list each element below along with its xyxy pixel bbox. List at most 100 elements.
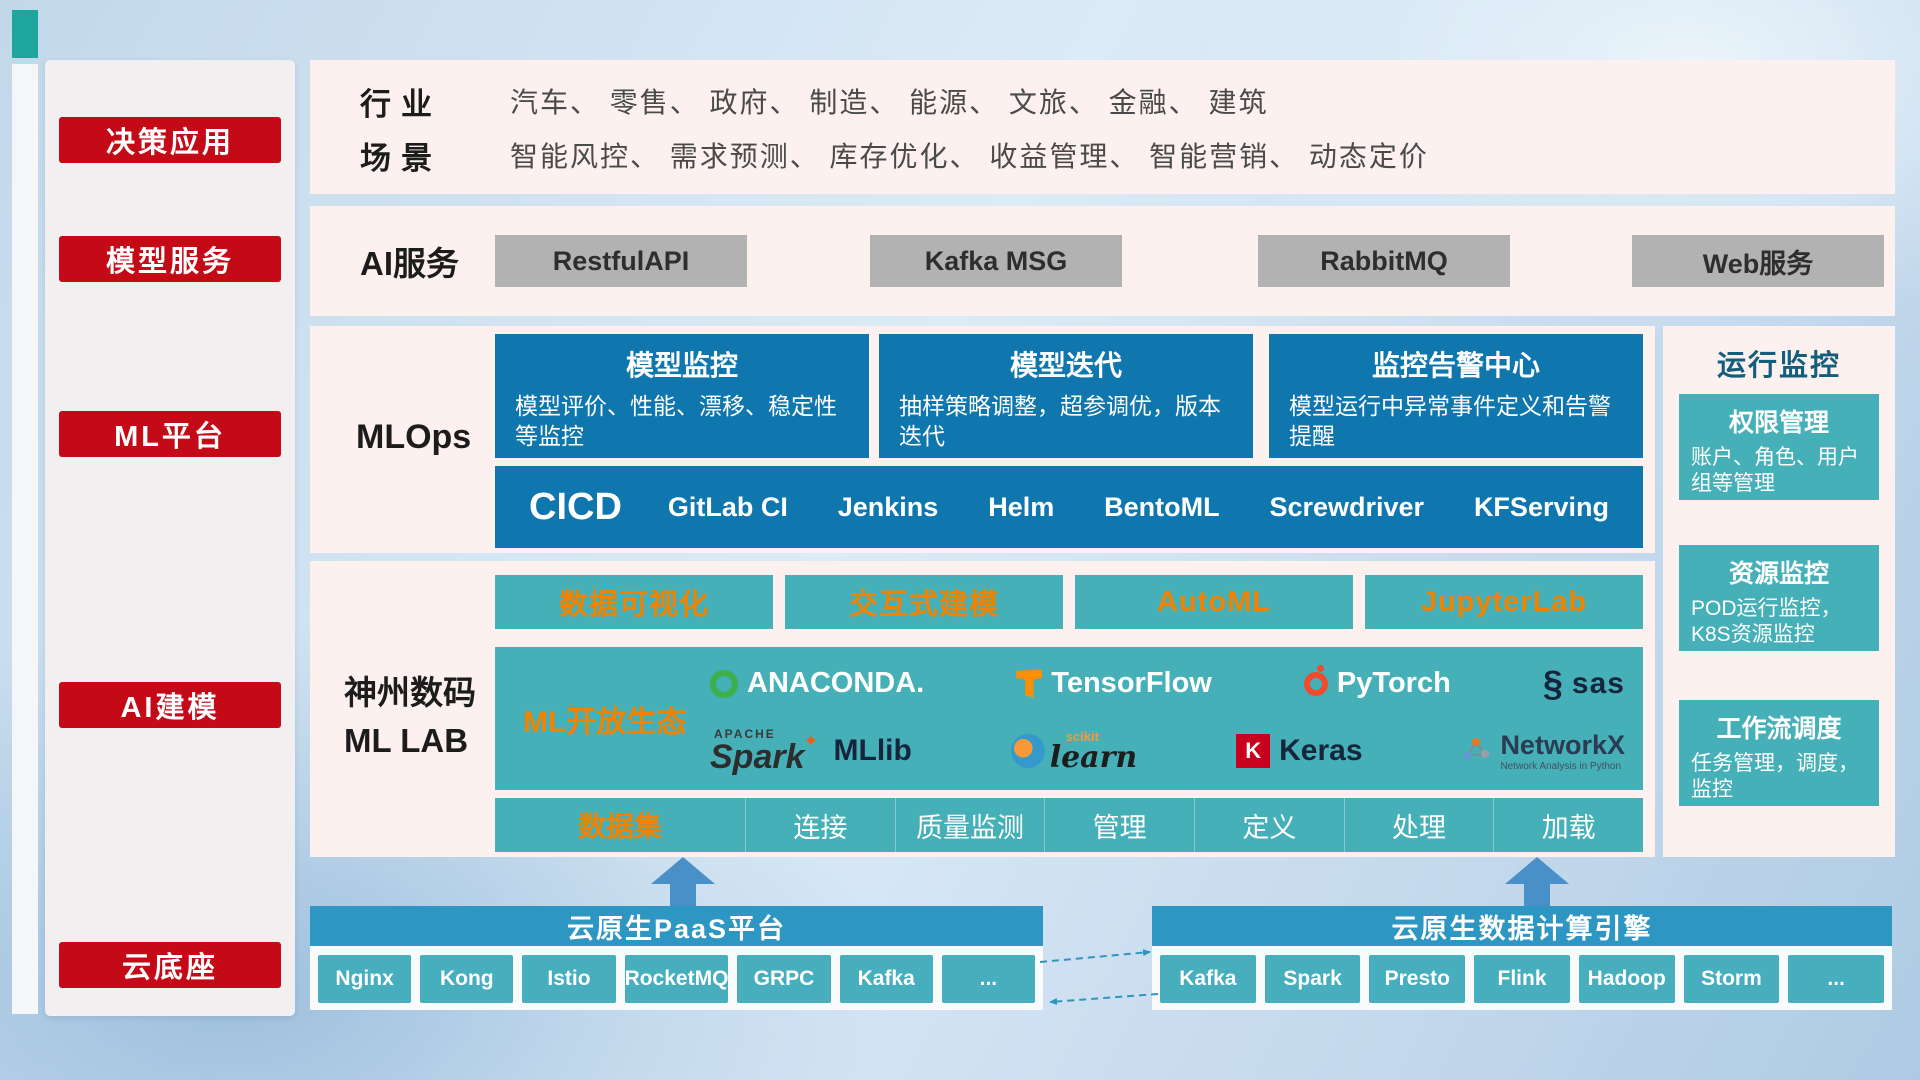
spark-mllib-logo: APACHE Spark MLlib [710, 728, 912, 774]
keras-icon [1236, 734, 1271, 769]
cloud-data-engine-group: 云原生数据计算引擎 Kafka Spark Presto Flink Hadoo… [1152, 906, 1892, 1010]
paas-istio: Istio [522, 955, 616, 1003]
engine-more: ... [1788, 955, 1885, 1003]
mlops-card-model-iteration: 模型迭代 抽样策略调整，超参调优，版本迭代 [879, 334, 1253, 458]
sidebar-item-model-service: 模型服务 [59, 236, 281, 282]
mllib-text: MLlib [833, 734, 912, 768]
tool-interactive-modeling: 交互式建模 [785, 575, 1063, 629]
engine-storm: Storm [1683, 955, 1780, 1003]
engine-spark: Spark [1264, 955, 1361, 1003]
card-title: 工作流调度 [1716, 715, 1842, 743]
scikit-learn-logo: scikit learn [1010, 728, 1138, 775]
keras-logo: Keras [1236, 734, 1363, 769]
card-desc: 账户、角色、用户组等管理 [1691, 446, 1859, 496]
monitor-card-permission: 权限管理 账户、角色、用户组等管理 [1679, 394, 1879, 500]
scenario-label: 场景 [360, 140, 442, 176]
paas-kafka: Kafka [839, 955, 933, 1003]
up-arrow-data-engine [1505, 857, 1569, 907]
engine-kafka: Kafka [1160, 955, 1256, 1003]
cicd-bentoml: BentoML [1104, 491, 1220, 522]
networkx-icon [1461, 734, 1491, 769]
tool-automl: AutoML [1075, 575, 1353, 629]
ai-service-web: Web服务 [1632, 235, 1884, 287]
ml-ecosystem-block: ML开放生态 ANACONDA. TensorFlow PyTorch [495, 647, 1643, 790]
sidebar-item-decision-application: 决策应用 [59, 117, 281, 163]
ai-service-rabbitmq: RabbitMQ [1258, 235, 1510, 287]
anaconda-logo: ANACONDA. [710, 667, 924, 700]
sas-text: sas [1571, 666, 1625, 700]
ai-service-label: AI服务 [360, 245, 459, 282]
tensorflow-text: TensorFlow [1051, 667, 1212, 700]
card-title: 资源监控 [1728, 560, 1829, 588]
anaconda-icon [710, 669, 738, 698]
cicd-jenkins: Jenkins [837, 491, 939, 522]
mllab-label: 神州数码 ML LAB [344, 669, 476, 765]
paas-kong: Kong [420, 955, 514, 1003]
dataset-load: 加载 [1493, 798, 1643, 852]
card-title: 模型监控 [625, 350, 738, 381]
corner-accent-decoration [12, 10, 38, 58]
monitoring-title: 运行监控 [1716, 350, 1841, 382]
cloud-paas-row: Nginx Kong Istio RocketMQ GRPC Kafka ... [310, 946, 1043, 1003]
scikit-learn-icon [1010, 734, 1045, 769]
tensorflow-icon [1016, 669, 1043, 698]
mlops-card-model-monitoring: 模型监控 模型评价、性能、漂移、稳定性等监控 [495, 334, 869, 458]
scenario-list: 智能风控、 需求预测、 库存优化、 收益管理、 智能营销、 动态定价 [510, 141, 1429, 172]
cicd-label: CICD [529, 485, 622, 528]
cicd-helm: Helm [988, 491, 1055, 522]
industry-scenario-panel: 行业 汽车、 零售、 政府、 制造、 能源、 文旅、 金融、 建筑 场景 智能风… [310, 60, 1895, 194]
dataset-quality: 质量监测 [894, 798, 1045, 852]
tool-data-visualization: 数据可视化 [495, 575, 773, 629]
pytorch-icon [1303, 664, 1328, 696]
eco-logo-row-1: ANACONDA. TensorFlow PyTorch sas [710, 663, 1625, 705]
mlops-card-alert-center: 监控告警中心 模型运行中异常事件定义和告警提醒 [1269, 334, 1643, 458]
dataset-connect: 连接 [745, 798, 895, 852]
paas-rocketmq: RocketMQ [624, 955, 729, 1003]
spark-icon: APACHE Spark [710, 728, 818, 774]
tensorflow-logo: TensorFlow [1016, 667, 1212, 700]
engine-flink: Flink [1474, 955, 1570, 1003]
operation-monitoring-panel: 运行监控 权限管理 账户、角色、用户组等管理 资源监控 POD运行监控，K8S资… [1663, 326, 1895, 857]
card-desc: 模型评价、性能、漂移、稳定性等监控 [515, 393, 837, 449]
mllab-label-line2: ML LAB [344, 721, 469, 759]
dataset-manage: 管理 [1044, 798, 1194, 852]
anaconda-text: ANACONDA. [747, 667, 925, 700]
card-desc: 模型运行中异常事件定义和告警提醒 [1289, 393, 1611, 449]
pytorch-logo: PyTorch [1303, 664, 1451, 700]
engine-hadoop: Hadoop [1578, 955, 1675, 1003]
eco-logo-row-2: APACHE Spark MLlib scikit learn [710, 728, 1625, 774]
eco-label: ML开放生态 [523, 705, 687, 739]
sidebar-item-cloud-base: 云底座 [59, 942, 281, 988]
dataset-process: 处理 [1343, 798, 1494, 852]
mlops-panel: MLOps 模型监控 模型评价、性能、漂移、稳定性等监控 模型迭代 抽样策略调整… [310, 326, 1655, 553]
tool-jupyterlab: JupyterLab [1365, 575, 1643, 629]
mlops-label: MLOps [356, 418, 472, 456]
ai-service-restfulapi: RestfulAPI [495, 235, 747, 287]
scikit-learn-text: scikit learn [1049, 728, 1138, 775]
sidebar-item-ml-platform: ML平台 [59, 411, 281, 457]
card-title: 模型迭代 [1009, 350, 1122, 381]
cicd-screwdriver: Screwdriver [1269, 491, 1425, 522]
monitor-card-workflow: 工作流调度 任务管理，调度，监控 [1679, 700, 1879, 806]
monitor-card-resource: 资源监控 POD运行监控，K8S资源监控 [1679, 545, 1879, 651]
sas-icon [1543, 663, 1563, 705]
eco-logo-rows: ANACONDA. TensorFlow PyTorch sas [710, 651, 1625, 786]
cicd-kfserving: KFServing [1473, 491, 1609, 522]
pytorch-text: PyTorch [1336, 667, 1451, 700]
dashed-connection-arrows [1039, 949, 1159, 1005]
up-arrow-paas [651, 857, 715, 907]
paas-nginx: Nginx [318, 955, 412, 1003]
cicd-bar: CICD GitLab CI Jenkins Helm BentoML Scre… [495, 466, 1643, 548]
mllab-label-line1: 神州数码 [344, 674, 476, 711]
dataset-bar: 数据集 连接 质量监测 管理 定义 处理 加载 [495, 798, 1643, 852]
paas-grpc: GRPC [737, 955, 831, 1003]
cloud-engine-row: Kafka Spark Presto Flink Hadoop Storm ..… [1152, 946, 1892, 1003]
dataset-label: 数据集 [577, 811, 662, 842]
card-desc: POD运行监控，K8S资源监控 [1691, 597, 1842, 647]
left-edge-strip [12, 64, 38, 1014]
engine-presto: Presto [1369, 955, 1466, 1003]
ai-service-panel: AI服务 RestfulAPI Kafka MSG RabbitMQ Web服务 [310, 206, 1895, 316]
networkx-text: NetworkX Network Analysis in Python [1500, 729, 1625, 773]
ai-service-kafka-msg: Kafka MSG [870, 235, 1122, 287]
